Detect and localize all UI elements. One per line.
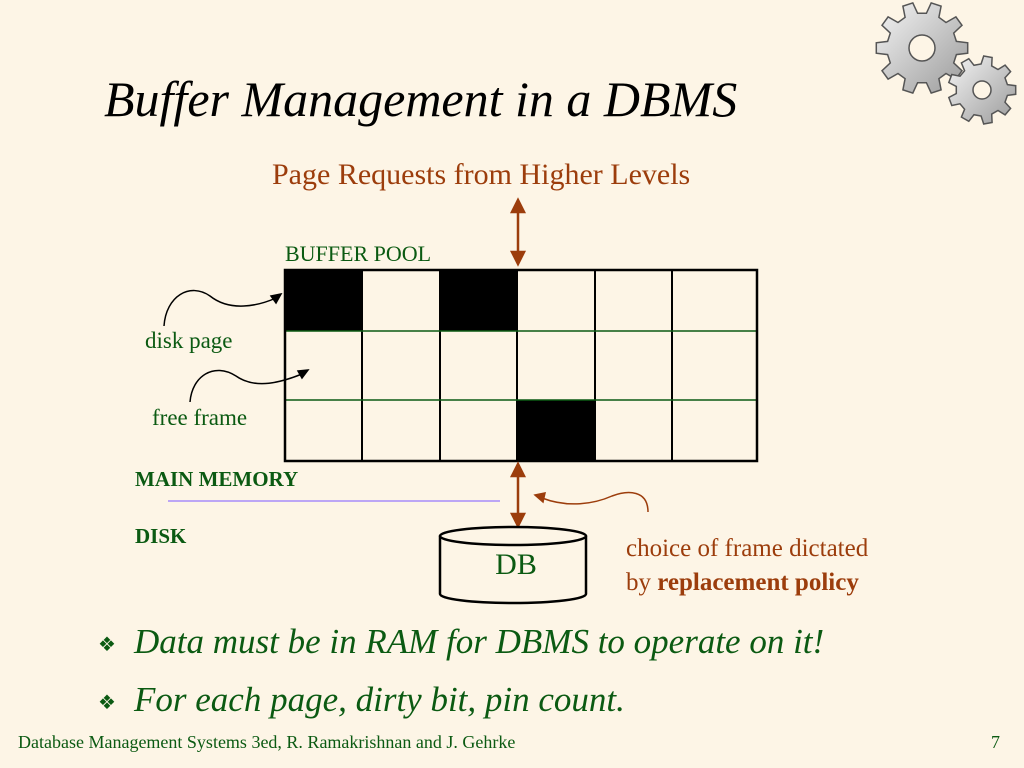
page-number: 7: [991, 732, 1000, 752]
gear-large-icon: [875, 1, 969, 95]
free-frame-cell: [362, 400, 440, 461]
policy-by: by: [626, 569, 658, 596]
free-frame-cell: [672, 400, 757, 461]
free-frame-cell: [672, 331, 757, 400]
slide-title: Buffer Management in a DBMS: [104, 71, 738, 127]
bullet-text: Data must be in RAM for DBMS to operate …: [134, 622, 825, 661]
gear-small-icon: [947, 55, 1017, 125]
disk-page-label: disk page: [145, 328, 233, 353]
free-frame-cell: [440, 400, 517, 461]
policy-pointer: [533, 491, 649, 513]
used-frame-cell: [517, 400, 595, 461]
page-requests-label: Page Requests from Higher Levels: [272, 158, 691, 191]
used-frame-cell: [285, 270, 362, 331]
free-frame-label: free frame: [152, 405, 248, 430]
free-frame-cell: [362, 331, 440, 400]
free-frame-cell: [440, 331, 517, 400]
free-frame-pointer: [189, 369, 310, 403]
main-memory-label: MAIN MEMORY: [135, 467, 299, 491]
disk-page-pointer: [163, 289, 283, 327]
bullet-item: ❖ For each page, dirty bit, pin count.: [98, 682, 625, 717]
free-frame-cell: [595, 400, 672, 461]
replacement-policy-note: choice of frame dictated by replacement …: [626, 532, 868, 600]
free-frame-cell: [595, 331, 672, 400]
diamond-bullet-icon: ❖: [98, 691, 116, 714]
policy-line-1: choice of frame dictated: [626, 535, 869, 562]
diamond-bullet-icon: ❖: [98, 633, 116, 656]
pool-db-arrow: [509, 461, 527, 529]
disk-label: DISK: [135, 524, 187, 548]
bullet-item: ❖ Data must be in RAM for DBMS to operate…: [98, 624, 824, 659]
free-frame-cell: [595, 270, 672, 331]
free-frame-cell: [672, 270, 757, 331]
bullet-text: For each page, dirty bit, pin count.: [134, 680, 625, 719]
buffer-pool-label: BUFFER POOL: [285, 241, 432, 266]
buffer-pool-grid: [283, 268, 759, 463]
request-arrow: [509, 197, 527, 267]
gears-icon: [875, 1, 1017, 125]
used-frame-cell: [440, 270, 517, 331]
footer-citation: Database Management Systems 3ed, R. Rama…: [18, 732, 516, 752]
policy-bold: replacement policy: [657, 569, 859, 596]
free-frame-cell: [517, 270, 595, 331]
grid-border: [283, 268, 759, 463]
free-frame-cell: [285, 400, 362, 461]
free-frame-cell: [285, 331, 362, 400]
db-cylinder-icon: [438, 525, 588, 605]
free-frame-cell: [362, 270, 440, 331]
db-label: DB: [495, 548, 537, 581]
free-frame-cell: [517, 331, 595, 400]
